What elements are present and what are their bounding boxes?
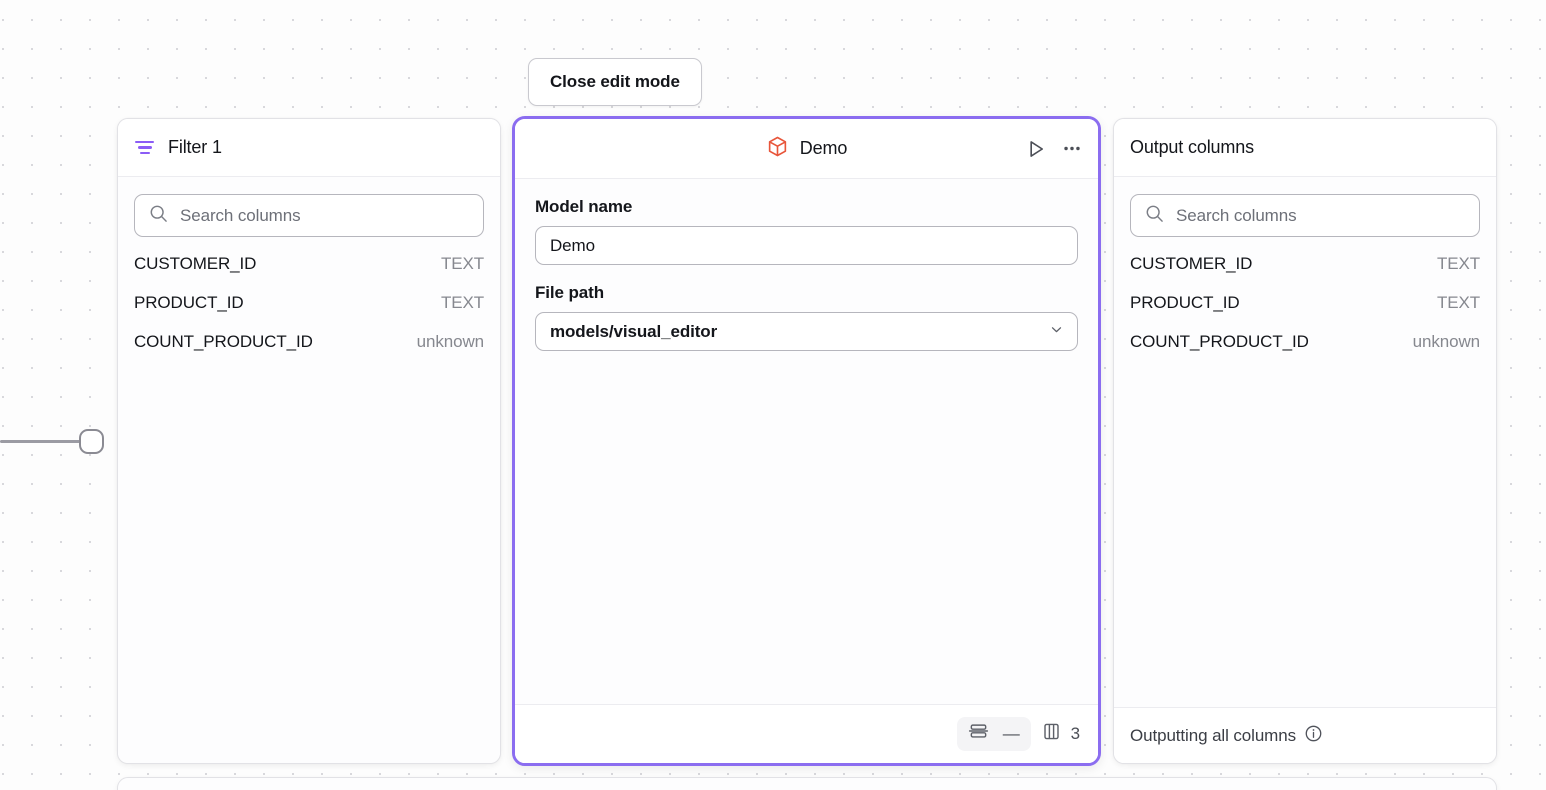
output-panel-header: Output columns [1114, 119, 1496, 177]
column-type: unknown [1412, 332, 1480, 351]
column-count-value: 3 [1070, 724, 1080, 743]
more-options-icon[interactable] [1061, 138, 1083, 160]
file-path-select[interactable]: models/visual_editor [535, 312, 1078, 351]
column-name: PRODUCT_ID [134, 293, 244, 312]
info-icon[interactable] [1304, 724, 1323, 748]
column-count-control[interactable]: 3 [1041, 721, 1084, 747]
output-panel-footer: Outputting all columns [1114, 707, 1496, 763]
column-name: CUSTOMER_ID [1130, 254, 1253, 273]
column-type: TEXT [440, 254, 484, 273]
column-type: TEXT [1436, 254, 1480, 273]
output-column-list: CUSTOMER_ID TEXT PRODUCT_ID TEXT COUNT_P… [1114, 254, 1496, 707]
file-path-label: File path [535, 283, 604, 302]
rows-icon [968, 721, 989, 747]
row-count-value: — [1002, 724, 1020, 743]
column-name: COUNT_PRODUCT_ID [134, 332, 313, 351]
output-status-text: Outputting all columns [1130, 725, 1296, 745]
column-name: CUSTOMER_ID [134, 254, 257, 273]
bottom-node-panel[interactable] [117, 777, 1497, 790]
filter-icon [134, 140, 155, 155]
run-icon[interactable] [1024, 137, 1047, 160]
list-item[interactable]: CUSTOMER_ID TEXT [134, 254, 484, 279]
model-form: Model name Demo File path models/visual_… [515, 179, 1098, 704]
row-count-control[interactable]: — [956, 717, 1031, 751]
output-columns-panel[interactable]: Output columns Search columns CUSTOMER_I… [1113, 118, 1497, 764]
column-type: TEXT [440, 293, 484, 312]
model-node-header: Demo [515, 119, 1098, 179]
output-panel-body: Search columns CUSTOMER_ID TEXT PRODUCT_… [1114, 177, 1496, 763]
columns-icon [1041, 721, 1062, 747]
close-edit-mode-button[interactable]: Close edit mode [528, 58, 702, 106]
search-icon [149, 204, 168, 228]
model-node-title: Demo [799, 138, 848, 158]
chevron-down-icon [1048, 321, 1065, 343]
column-name: PRODUCT_ID [1130, 293, 1240, 312]
cube-icon [766, 135, 789, 163]
filter-column-list: CUSTOMER_ID TEXT PRODUCT_ID TEXT COUNT_P… [118, 254, 500, 357]
list-item[interactable]: PRODUCT_ID TEXT [1130, 293, 1480, 318]
filter-search-placeholder: Search columns [180, 205, 301, 225]
output-panel-title: Output columns [1130, 137, 1254, 157]
search-icon [1145, 204, 1164, 228]
list-item[interactable]: CUSTOMER_ID TEXT [1130, 254, 1480, 279]
column-type: TEXT [1436, 293, 1480, 312]
model-name-input[interactable]: Demo [535, 226, 1078, 265]
column-type: unknown [416, 332, 484, 351]
model-node-body: Model name Demo File path models/visual_… [515, 179, 1098, 763]
list-item[interactable]: PRODUCT_ID TEXT [134, 293, 484, 318]
list-item[interactable]: COUNT_PRODUCT_ID unknown [134, 332, 484, 357]
flow-edge-handle[interactable] [79, 429, 104, 454]
model-node-footer: — 3 [515, 704, 1098, 763]
filter-node-body: Search columns CUSTOMER_ID TEXT PRODUCT_… [118, 177, 500, 763]
output-search-placeholder: Search columns [1176, 205, 1297, 225]
flow-edge [0, 440, 82, 443]
filter-search-input[interactable]: Search columns [134, 194, 484, 237]
filter-node-panel[interactable]: Filter 1 Search columns CUSTOMER_ID TEXT [117, 118, 501, 764]
model-name-label: Model name [535, 197, 633, 216]
file-path-value: models/visual_editor [550, 321, 718, 341]
column-name: COUNT_PRODUCT_ID [1130, 332, 1309, 351]
output-search-input[interactable]: Search columns [1130, 194, 1480, 237]
filter-node-title: Filter 1 [168, 137, 222, 157]
model-node-panel[interactable]: Demo Model name [512, 116, 1101, 766]
filter-node-header: Filter 1 [118, 119, 500, 177]
list-item[interactable]: COUNT_PRODUCT_ID unknown [1130, 332, 1480, 357]
